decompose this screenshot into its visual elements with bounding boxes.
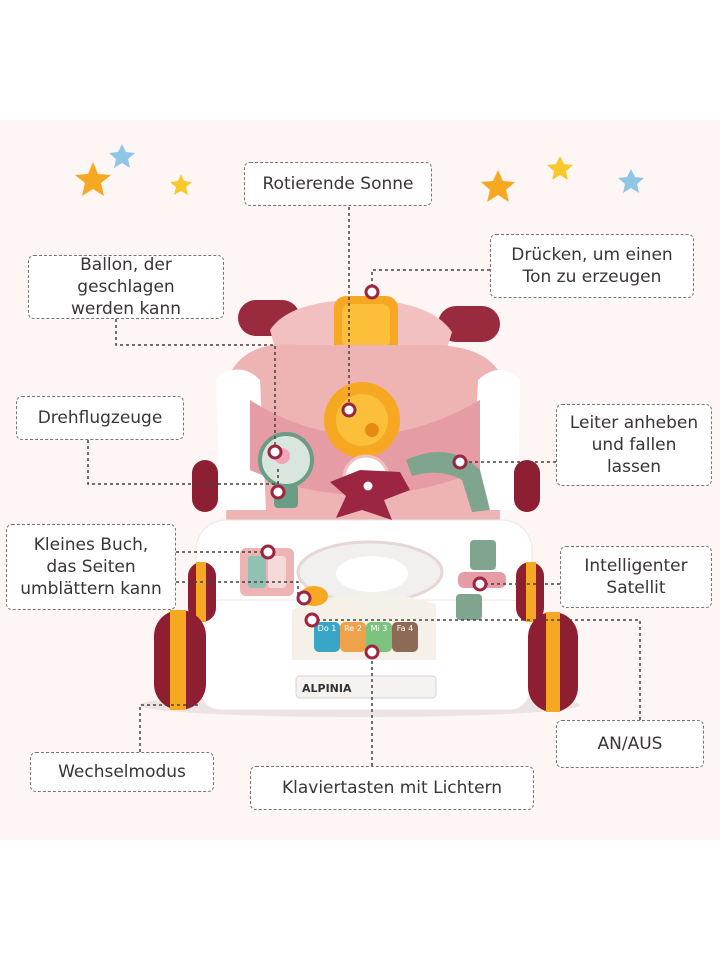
sun-gear [324,382,400,458]
piano-key-mi: Mi 3 [370,624,388,633]
label-text: Klaviertasten mit Lichtern [281,778,503,798]
label-switch-mode: Wechselmodus [30,752,214,792]
ladder [406,452,490,512]
label-text: Ton zu erzeugen [522,267,662,287]
label-press-sound: Drücken, um einen Ton zu erzeugen [490,234,694,298]
label-on-off: AN/AUS [556,720,704,768]
label-text: Leiter anheben [569,413,699,433]
label-rotating-sun: Rotierende Sonne [244,162,432,206]
label-text: Intelligenter [584,556,688,576]
label-text: Rotierende Sonne [262,174,414,194]
label-text: Kleines Buch, [33,535,149,555]
piano-note-labels: Do 1 Re 2 Mi 3 Fa 4 [314,624,418,652]
piano-key-do: Do 1 [317,624,337,633]
label-text: Satellit [606,578,666,598]
label-text: AN/AUS [597,734,663,754]
label-text: umblättern kann [20,579,162,599]
label-text: werden kann [71,299,181,319]
star-icon [75,144,644,202]
book [240,548,294,596]
brand-text: ALPINIA [302,682,352,695]
label-propellers: Drehflugzeuge [16,396,184,440]
label-balloon: Ballon, der geschlagen werden kann [28,255,224,319]
label-satellite: Intelligenter Satellit [560,546,712,608]
label-text: Ballon, der geschlagen [77,255,175,297]
label-text: Wechselmodus [58,762,186,782]
propeller [330,454,410,520]
label-book: Kleines Buch, das Seiten umblättern kann [6,524,176,610]
label-text: Drücken, um einen [511,245,673,265]
piano-key-re: Re 2 [344,624,362,633]
piano-key-fa: Fa 4 [396,624,414,633]
piano-keys [314,622,418,652]
marker-dots [260,284,488,660]
label-text: Drehflugzeuge [37,408,163,428]
label-ladder: Leiter anheben und fallen lassen [556,404,712,486]
label-text: und fallen lassen [591,435,677,477]
label-text: das Seiten [46,557,136,577]
wheel [154,460,578,712]
label-piano-keys: Klaviertasten mit Lichtern [250,766,534,810]
